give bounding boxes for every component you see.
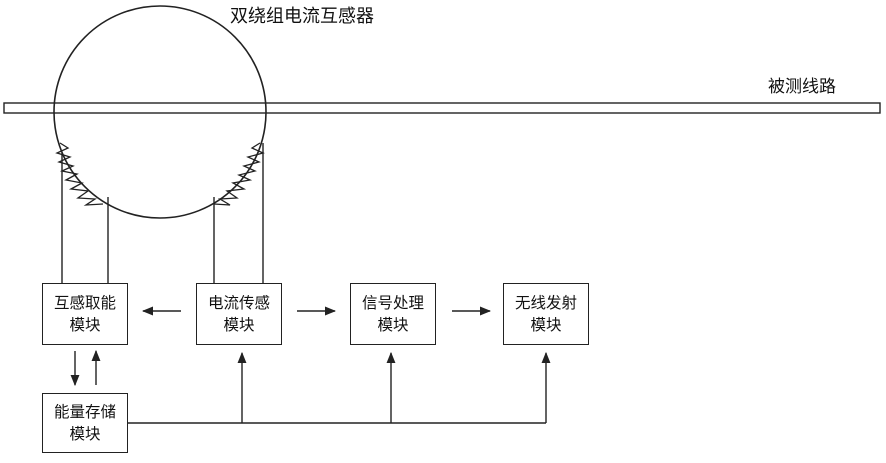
energy-storage-line2: 模块 — [69, 425, 101, 443]
measured-line-bar — [3, 102, 881, 114]
transformer-ring — [53, 5, 267, 219]
signal-processing-line1: 信号处理 — [361, 294, 424, 312]
current-sense-module: 电流传感 模块 — [196, 283, 282, 345]
signal-processing-module: 信号处理 模块 — [350, 283, 436, 345]
signal-processing-line2: 模块 — [377, 316, 409, 334]
transformer-label: 双绕组电流互感器 — [230, 6, 374, 27]
energy-harvest-line1: 互感取能 — [53, 294, 116, 312]
energy-storage-line1: 能量存储 — [53, 403, 116, 421]
right-winding — [213, 142, 265, 206]
wireless-tx-line1: 无线发射 — [514, 294, 577, 312]
current-sense-line2: 模块 — [223, 316, 255, 334]
wireless-tx-module: 无线发射 模块 — [503, 283, 589, 345]
wireless-tx-line2: 模块 — [530, 316, 562, 334]
energy-harvest-line2: 模块 — [69, 316, 101, 334]
energy-harvest-module: 互感取能 模块 — [42, 283, 128, 345]
current-sense-line1: 电流传感 — [207, 294, 270, 312]
left-winding — [55, 142, 104, 206]
line-label: 被测线路 — [768, 77, 836, 97]
energy-storage-module: 能量存储 模块 — [42, 393, 128, 453]
